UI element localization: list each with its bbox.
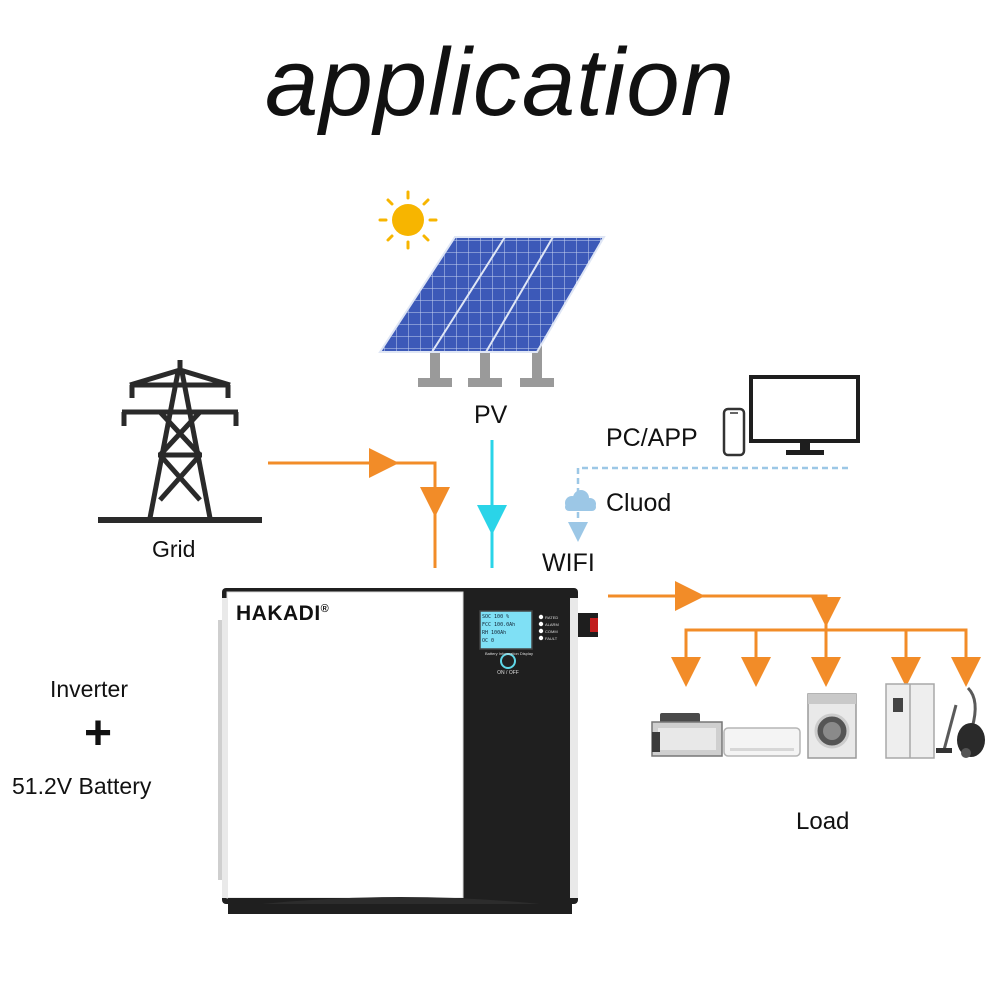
display-caption: Battery Information Display [484,651,534,656]
indicator-label: COMM [545,629,558,634]
washing-machine-icon [807,693,857,759]
display-row: SOC 100 % [482,614,510,620]
indicator-label: FAULT [545,636,558,641]
pv-label: PV [474,401,508,429]
load-flow-line [608,581,981,687]
cloud-icon [565,490,596,511]
power-label: ON / OFF [497,670,519,676]
power-button[interactable] [500,653,516,669]
monitor-icon [749,375,860,455]
page-title: application [265,29,735,136]
battery-display: SOC 100 % FCC 100.0Ah RH 100Ah OC 0 [482,613,530,647]
indicator-labels: RATED ALARM COMM FAULT [545,614,559,642]
wifi-label: WIFI [542,549,595,577]
solar-panel-icon [378,236,606,387]
pc-app-label: PC/APP [606,424,698,452]
wifi-flow-line [568,466,848,542]
vacuum-cleaner-icon [936,686,985,758]
load-label: Load [796,808,850,835]
kitchen-appliance-icon [651,713,723,757]
grid-label: Grid [152,536,196,562]
display-row: FCC 100.0Ah [482,622,516,628]
refrigerator-icon [885,683,935,759]
battery-inverter-device [218,588,598,914]
indicator-label: ALARM [545,622,559,627]
display-row: OC 0 [482,638,495,644]
phone-icon [722,407,746,457]
sun-icon [378,190,438,250]
power-tower-icon [98,360,262,523]
grid-flow-line [268,448,450,568]
inverter-label: Inverter [50,676,128,702]
battery-label: 51.2V Battery [12,773,152,799]
brand-logo: HAKADI® [236,602,330,625]
indicator-label: RATED [545,615,559,620]
air-conditioner-icon [723,727,801,757]
display-row: RH 100Ah [482,630,507,636]
cloud-label: Cluod [606,489,672,517]
plus-sign: + [84,707,113,760]
